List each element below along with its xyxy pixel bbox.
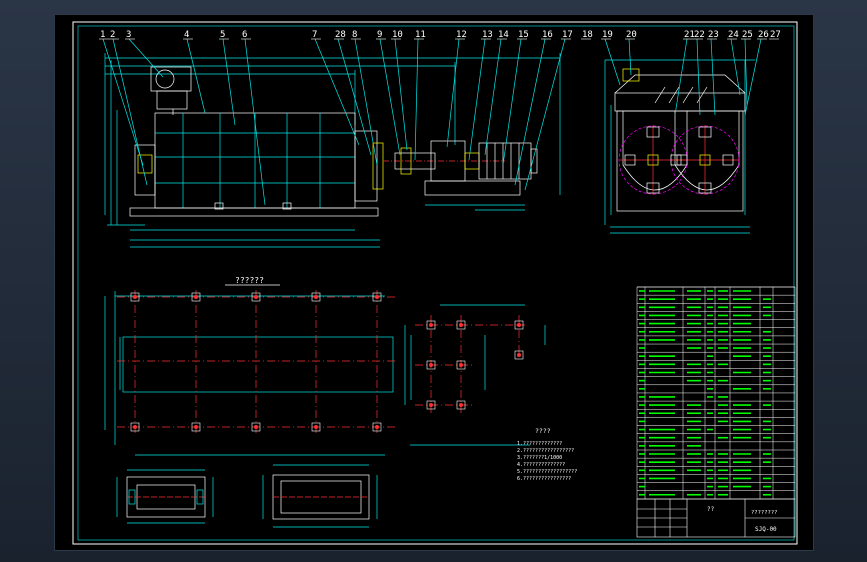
balloon-number-9: 9 [377,30,382,40]
side-view [605,39,761,233]
base-frame [130,208,378,216]
balloon-number-3: 3 [126,30,131,40]
bill-of-materials [637,287,795,499]
balloon-number-15: 15 [518,30,529,40]
balloon-number-23: 23 [708,30,719,40]
foundation-centerlines [117,290,525,435]
balloon-number-8: 8 [352,30,357,40]
foundation-title: ?????? [235,276,264,285]
balloon-number-4: 4 [184,30,189,40]
technical-notes: ???? 1.?????????????2.?????????????????3… [517,427,577,482]
front-view [103,39,565,247]
front-view-top-dimensions [105,53,560,215]
side-trough [617,111,743,211]
reducer [431,141,465,181]
anchor-bolt-center [517,353,521,357]
balloon-number-12: 12 [456,30,467,40]
balloon-number-25: 25 [742,30,753,40]
balloon-number-17: 17 [562,30,573,40]
note-line: 1.????????????? [517,441,562,447]
title-block: ?? ???????? SJQ-00 [637,499,795,537]
motor-fins [487,143,519,179]
drive-base [425,181,520,195]
anchor-bolt-center [133,425,137,429]
anchor-bolt-center [517,323,521,327]
left-gear [138,155,152,173]
note-line: 5.?????????????????? [517,469,577,475]
anchor-bolt-center [429,323,433,327]
right-end-plate [355,131,377,201]
section-detail-b [263,465,377,527]
notes-list: 1.?????????????2.?????????????????3.????… [517,441,577,482]
balloon-number-20: 20 [626,30,637,40]
balloon-number-13: 13 [482,30,493,40]
trough-grid [155,113,355,208]
balloon-layer: 1234567288910111213141516171819202122232… [99,30,781,40]
section-detail-a [117,470,213,523]
foundation-side-dimensions [405,305,545,405]
anchor-bolt-center [459,363,463,367]
anchor-bolt-center [459,323,463,327]
balloon-number-27: 27 [770,30,781,40]
anchor-bolt-center [254,295,258,299]
balloon-number-26: 26 [758,30,769,40]
side-paddle-arms [620,125,739,195]
anchor-bolt-center [194,425,198,429]
balloon-number-11: 11 [415,30,426,40]
note-line: 2.????????????????? [517,448,574,454]
anchor-bolt-center [314,295,318,299]
balloon-leaders [103,39,565,205]
side-top-frame [615,93,745,111]
anchor-bolt-center [375,425,379,429]
side-balloon-leaders [605,39,761,115]
anchor-bolt-center [194,295,198,299]
balloon-number-18: 18 [582,30,593,40]
note-line: 4.?????????????? [517,462,565,468]
foundation-dimensions [105,291,530,455]
balloon-number-24: 24 [728,30,739,40]
drawing-number: SJQ-00 [755,526,777,533]
title-block-label: ?? [707,506,715,513]
balloon-number-14: 14 [498,30,509,40]
anchor-bolt-center [459,403,463,407]
drawing-name: ???????? [751,510,778,516]
balloon-number-5: 5 [220,30,225,40]
balloon-number-16: 16 [542,30,553,40]
side-view-dimensions [605,60,755,233]
outer-border [73,22,797,544]
drawing-sheet: 1234567288910111213141516171819202122232… [54,14,814,551]
notes-title: ???? [535,427,551,435]
balloon-number-28: 28 [335,30,346,40]
anchor-bolt-layer [131,293,523,431]
anchor-bolt-center [375,295,379,299]
anchor-bolt-center [429,363,433,367]
balloon-number-6: 6 [242,30,247,40]
balloon-number-10: 10 [392,30,403,40]
anchor-bolt-center [254,425,258,429]
anchor-bolt-center [133,295,137,299]
balloon-number-2: 2 [110,30,115,40]
bom-rows [637,287,795,491]
front-view-left-dimensions [107,60,145,225]
front-view-bottom-dimensions [130,205,525,247]
anchor-bolt-center [429,403,433,407]
balloon-number-19: 19 [602,30,613,40]
anchor-bolt-center [314,425,318,429]
note-line: 6.???????????????? [517,476,571,482]
balloon-number-22: 22 [694,30,705,40]
inner-border [78,26,794,540]
balloon-number-1: 1 [100,30,105,40]
note-line: 3.???????1/1000 [517,455,562,461]
foundation-plan: ?????? [105,276,545,455]
cad-drawing: 1234567288910111213141516171819202122232… [55,15,813,550]
balloon-number-7: 7 [312,30,317,40]
